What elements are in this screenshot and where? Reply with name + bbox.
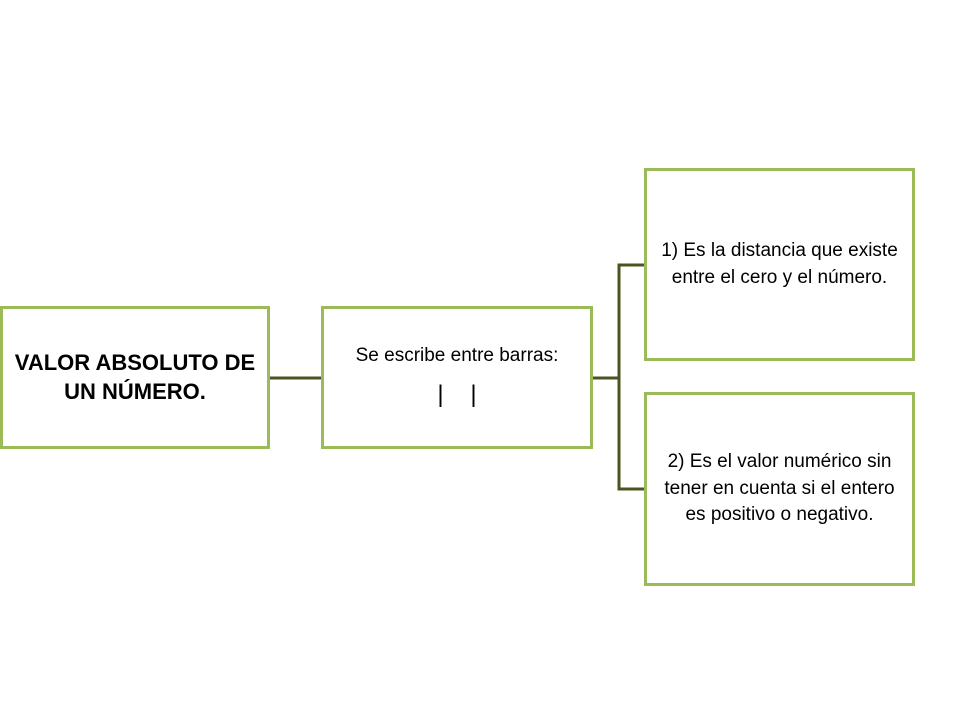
notation-node: Se escribe entre barras: | | (321, 306, 593, 449)
notation-node-label: Se escribe entre barras: (355, 345, 559, 367)
definition-node-numeric-value: 2) Es el valor numérico sin tener en cue… (644, 392, 915, 586)
definition-node-label: 2) Es el valor numérico sin tener en cue… (664, 451, 895, 526)
definition-node-distance: 1) Es la distancia que existe entre el c… (644, 168, 915, 361)
connector-branch-to-top (617, 263, 644, 378)
root-node: VALOR ABSOLUTO DE UN NÚMERO. (0, 306, 270, 449)
root-node-label: VALOR ABSOLUTO DE UN NÚMERO. (14, 349, 256, 404)
absolute-value-bars-symbol: | | (437, 381, 477, 409)
definition-node-label: 1) Es la distancia que existe entre el c… (661, 239, 898, 288)
connector-branch-to-bottom (617, 378, 644, 491)
